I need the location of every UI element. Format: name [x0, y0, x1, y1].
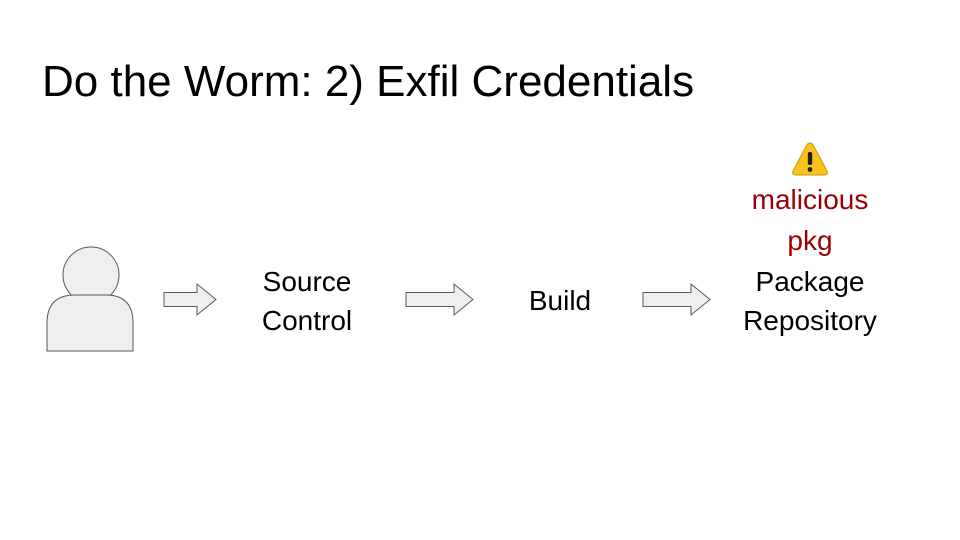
arrow-right-icon — [642, 282, 711, 317]
package-repository-label-line1: Package — [755, 266, 865, 297]
slide-title: Do the Worm: 2) Exfil Credentials — [42, 57, 695, 106]
package-repository-label-line2: Repository — [743, 305, 877, 336]
person-icon — [46, 246, 134, 352]
source-control-label-line2: Control — [261, 305, 353, 336]
arrow-right-icon — [405, 282, 474, 317]
arrow-right-icon — [163, 282, 217, 317]
build-node: Build — [500, 281, 620, 320]
malicious-pkg-label: malicious pkg — [720, 179, 900, 261]
source-control-node: Source Control — [236, 262, 378, 340]
warning-icon — [792, 142, 828, 176]
malicious-label-line1: malicious — [751, 184, 869, 215]
source-control-label-line1: Source — [262, 266, 352, 297]
build-label: Build — [528, 285, 592, 316]
package-repository-node: Package Repository — [720, 262, 900, 340]
malicious-label-line2: pkg — [787, 225, 833, 256]
